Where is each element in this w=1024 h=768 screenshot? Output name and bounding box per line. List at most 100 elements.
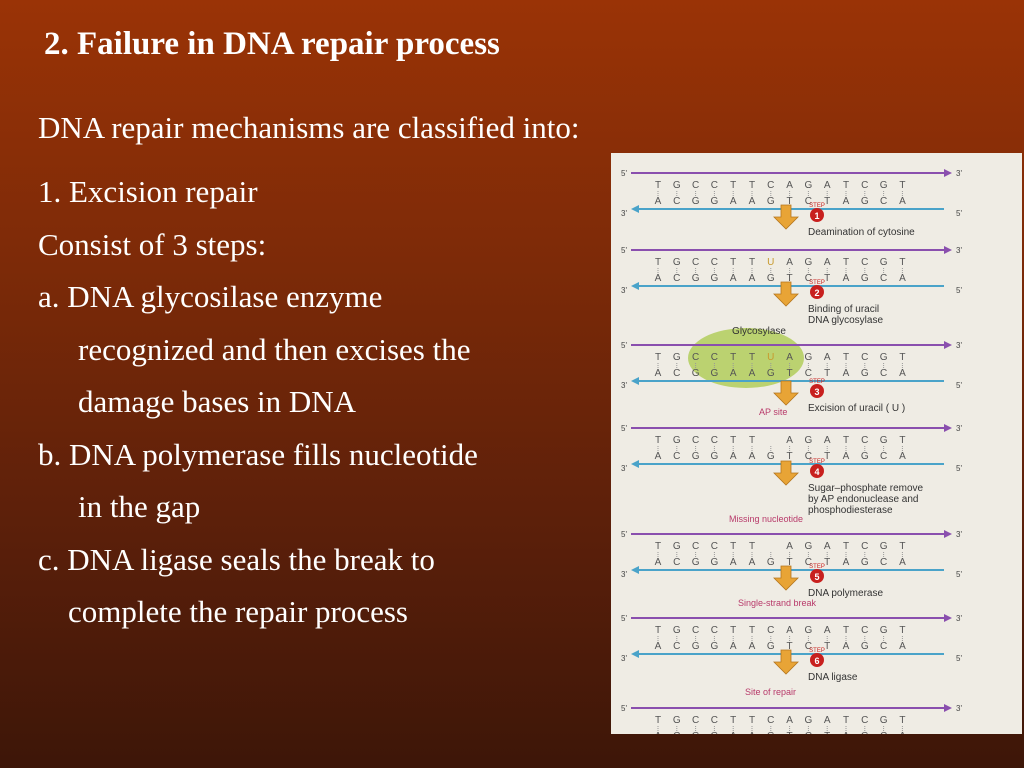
- bottom-base: G: [711, 731, 719, 734]
- strand-5prime-end: 5': [621, 614, 627, 623]
- strand-3prime-end: 3': [956, 530, 962, 539]
- top-base: T: [730, 435, 736, 446]
- step-badge: [810, 208, 824, 222]
- glycosylase-label: Glycosylase: [732, 326, 786, 337]
- glycosylase-enzyme: [688, 328, 804, 388]
- bottom-base: A: [899, 368, 906, 379]
- bottom-base: A: [730, 641, 737, 652]
- bottom-base: A: [655, 731, 662, 734]
- strand-3prime-end: 3': [621, 286, 627, 295]
- step-description: Sugar–phosphate remove: [808, 483, 924, 494]
- top-base: G: [880, 352, 888, 363]
- step-arrow: [773, 380, 799, 406]
- step-c-line-1: c. DNA ligase seals the break to: [38, 541, 435, 577]
- bottom-base: G: [692, 196, 700, 207]
- step-description: DNA ligase: [808, 672, 858, 683]
- strand-3prime-end: 3': [956, 704, 962, 713]
- bottom-base: A: [899, 641, 906, 652]
- bottom-base: A: [843, 196, 850, 207]
- top-base: G: [880, 625, 888, 636]
- bottom-base: G: [767, 196, 775, 207]
- step-number: 2: [814, 288, 819, 298]
- top-base: T: [843, 625, 849, 636]
- top-base: A: [824, 435, 831, 446]
- bottom-base: C: [880, 196, 887, 207]
- top-base: G: [805, 435, 813, 446]
- bottom-base: C: [880, 451, 887, 462]
- bottom-base: G: [767, 641, 775, 652]
- bottom-base: T: [787, 273, 793, 284]
- bottom-base: T: [824, 557, 830, 568]
- bottom-base: A: [899, 196, 906, 207]
- bottom-base: G: [861, 731, 869, 734]
- top-base: A: [824, 180, 831, 191]
- bottom-base: G: [711, 196, 719, 207]
- step-description: Binding of uracil: [808, 304, 879, 315]
- top-base: C: [711, 625, 718, 636]
- bottom-base: T: [824, 451, 830, 462]
- bottom-base: A: [655, 451, 662, 462]
- bottom-base: A: [749, 557, 756, 568]
- step-badge: [810, 653, 824, 667]
- top-base: C: [711, 435, 718, 446]
- top-base: A: [824, 541, 831, 552]
- top-base: C: [692, 180, 699, 191]
- step-label: STEP: [809, 564, 825, 570]
- step-description: Excision of uracil ( U ): [808, 403, 905, 414]
- strand-3prime-end: 3': [621, 570, 627, 579]
- top-base: C: [692, 715, 699, 726]
- step-b-line-2: in the gap: [78, 489, 201, 524]
- bottom-base: A: [730, 196, 737, 207]
- bottom-base: G: [861, 641, 869, 652]
- bottom-base: C: [805, 368, 812, 379]
- step-arrow: [773, 204, 799, 230]
- step-badge: [810, 285, 824, 299]
- bottom-base: C: [880, 557, 887, 568]
- step-label: STEP: [809, 203, 825, 209]
- bottom-base: G: [711, 273, 719, 284]
- top-base: C: [861, 715, 868, 726]
- bottom-base: T: [787, 641, 793, 652]
- top-strand-arrowhead: [944, 704, 952, 712]
- bottom-base: A: [843, 368, 850, 379]
- top-base: A: [786, 435, 793, 446]
- top-base: C: [711, 541, 718, 552]
- strand-5prime-end: 5': [621, 530, 627, 539]
- top-base: C: [861, 352, 868, 363]
- strand-3prime-end: 3': [621, 464, 627, 473]
- missing-nucleotide-label: Missing nucleotide: [729, 514, 803, 524]
- top-strand-arrowhead: [944, 424, 952, 432]
- top-base: T: [655, 541, 661, 552]
- bottom-base: A: [749, 273, 756, 284]
- top-base: T: [843, 715, 849, 726]
- bottom-base: C: [673, 368, 680, 379]
- bottom-base: G: [711, 557, 719, 568]
- top-base: C: [692, 625, 699, 636]
- bottom-base: G: [861, 196, 869, 207]
- bottom-base: T: [824, 273, 830, 284]
- top-base: T: [843, 541, 849, 552]
- step-arrow: [773, 460, 799, 486]
- strand-5prime-end: 5': [621, 341, 627, 350]
- bottom-base: A: [749, 451, 756, 462]
- top-base: T: [899, 541, 905, 552]
- top-base: A: [786, 625, 793, 636]
- bottom-base: C: [673, 641, 680, 652]
- step-description: phosphodiesterase: [808, 505, 893, 516]
- top-base: T: [843, 352, 849, 363]
- top-base: G: [805, 715, 813, 726]
- step-number: 1: [814, 211, 819, 221]
- bottom-strand-arrowhead: [631, 205, 639, 213]
- top-base: T: [730, 625, 736, 636]
- top-base: G: [880, 715, 888, 726]
- top-base: G: [880, 180, 888, 191]
- bottom-base: T: [787, 368, 793, 379]
- top-base: T: [843, 257, 849, 268]
- bottom-base: G: [767, 368, 775, 379]
- intro-text: DNA repair mechanisms are classified int…: [38, 110, 580, 145]
- step-label: STEP: [809, 379, 825, 385]
- top-strand-arrowhead: [944, 530, 952, 538]
- top-base: T: [749, 257, 755, 268]
- top-base: T: [655, 352, 661, 363]
